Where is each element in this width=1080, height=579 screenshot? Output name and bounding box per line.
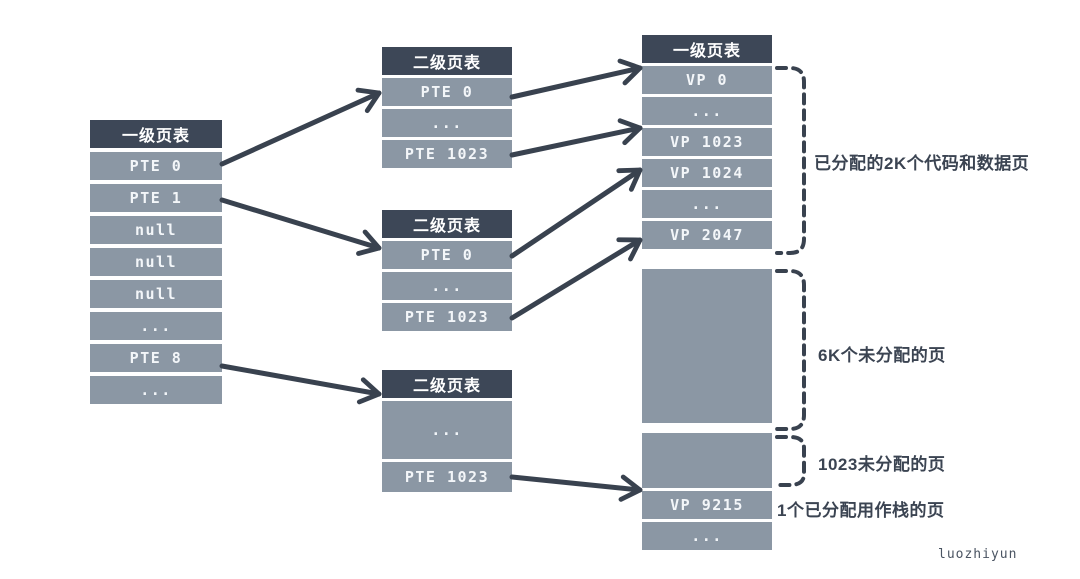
virtual-page-table: 一级页表 VP 0 ... VP 1023 VP 1024 ... VP 204…	[642, 35, 772, 550]
annotation-unallocated-1023: 1023未分配的页	[818, 455, 946, 474]
second-level-page-table-top: 二级页表 PTE 0 ... PTE 1023	[382, 47, 512, 168]
second-level-page-table-middle: 二级页表 PTE 0 ... PTE 1023	[382, 210, 512, 331]
table-cell-null: null	[90, 216, 222, 244]
table-cell-pte1: PTE 1	[90, 184, 222, 212]
arrow-l2mid-pte1023-to-vp2047	[509, 237, 643, 321]
table-header: 二级页表	[382, 210, 512, 238]
table-cell-pte0: PTE 0	[382, 78, 512, 106]
arrow-l2mid-pte0-to-vp1024	[509, 167, 643, 259]
arrow-pte1-to-l2mid	[219, 197, 382, 256]
table-cell-pte1023: PTE 1023	[382, 303, 512, 331]
annotation-stack-1: 1个已分配用作栈的页	[777, 501, 945, 520]
table-cell-unallocated-6k	[642, 269, 772, 423]
bracket-allocated-2k	[775, 66, 806, 255]
first-level-page-table: 一级页表 PTE 0 PTE 1 null null null ... PTE …	[90, 120, 222, 404]
table-cell-pte0: PTE 0	[382, 241, 512, 269]
table-cell-pte1023: PTE 1023	[382, 140, 512, 168]
table-cell-vp1023: VP 1023	[642, 128, 772, 156]
table-cell-ellipsis: ...	[642, 190, 772, 218]
annotation-unallocated-6k: 6K个未分配的页	[818, 346, 946, 365]
arrow-l2top-pte1023-to-vp1023	[509, 118, 643, 158]
table-cell-vp9215: VP 9215	[642, 491, 772, 519]
arrow-pte0-to-l2top	[219, 87, 382, 167]
table-cell-ellipsis: ...	[382, 401, 512, 459]
table-header: 二级页表	[382, 370, 512, 398]
table-header: 一级页表	[90, 120, 222, 148]
table-cell-ellipsis: ...	[382, 272, 512, 300]
arrow-l2bottom-pte1023-to-vp9215	[509, 474, 643, 502]
table-cell-ellipsis: ...	[642, 522, 772, 550]
table-cell-unallocated-1023	[642, 433, 772, 488]
table-header: 一级页表	[642, 35, 772, 63]
arrow-l2top-pte0-to-vp0	[509, 58, 643, 100]
table-cell-pte8: PTE 8	[90, 344, 222, 372]
table-cell-ellipsis: ...	[90, 312, 222, 340]
table-cell-pte1023: PTE 1023	[382, 462, 512, 492]
annotation-allocated-2k: 已分配的2K个代码和数据页	[814, 154, 1030, 173]
second-level-page-table-bottom: 二级页表 ... PTE 1023	[382, 370, 512, 492]
table-cell-vp2047: VP 2047	[642, 221, 772, 249]
table-cell-vp1024: VP 1024	[642, 159, 772, 187]
arrow-pte8-to-l2bottom	[219, 363, 382, 405]
bracket-unallocated-6k	[775, 269, 806, 431]
table-cell-null: null	[90, 280, 222, 308]
table-cell-pte0: PTE 0	[90, 152, 222, 180]
table-cell-ellipsis: ...	[642, 97, 772, 125]
table-cell-vp0: VP 0	[642, 66, 772, 94]
table-header: 二级页表	[382, 47, 512, 75]
table-cell-null: null	[90, 248, 222, 276]
watermark: luozhiyun	[938, 547, 1018, 562]
bracket-unallocated-1023	[775, 435, 806, 487]
table-cell-ellipsis: ...	[90, 376, 222, 404]
table-cell-ellipsis: ...	[382, 109, 512, 137]
